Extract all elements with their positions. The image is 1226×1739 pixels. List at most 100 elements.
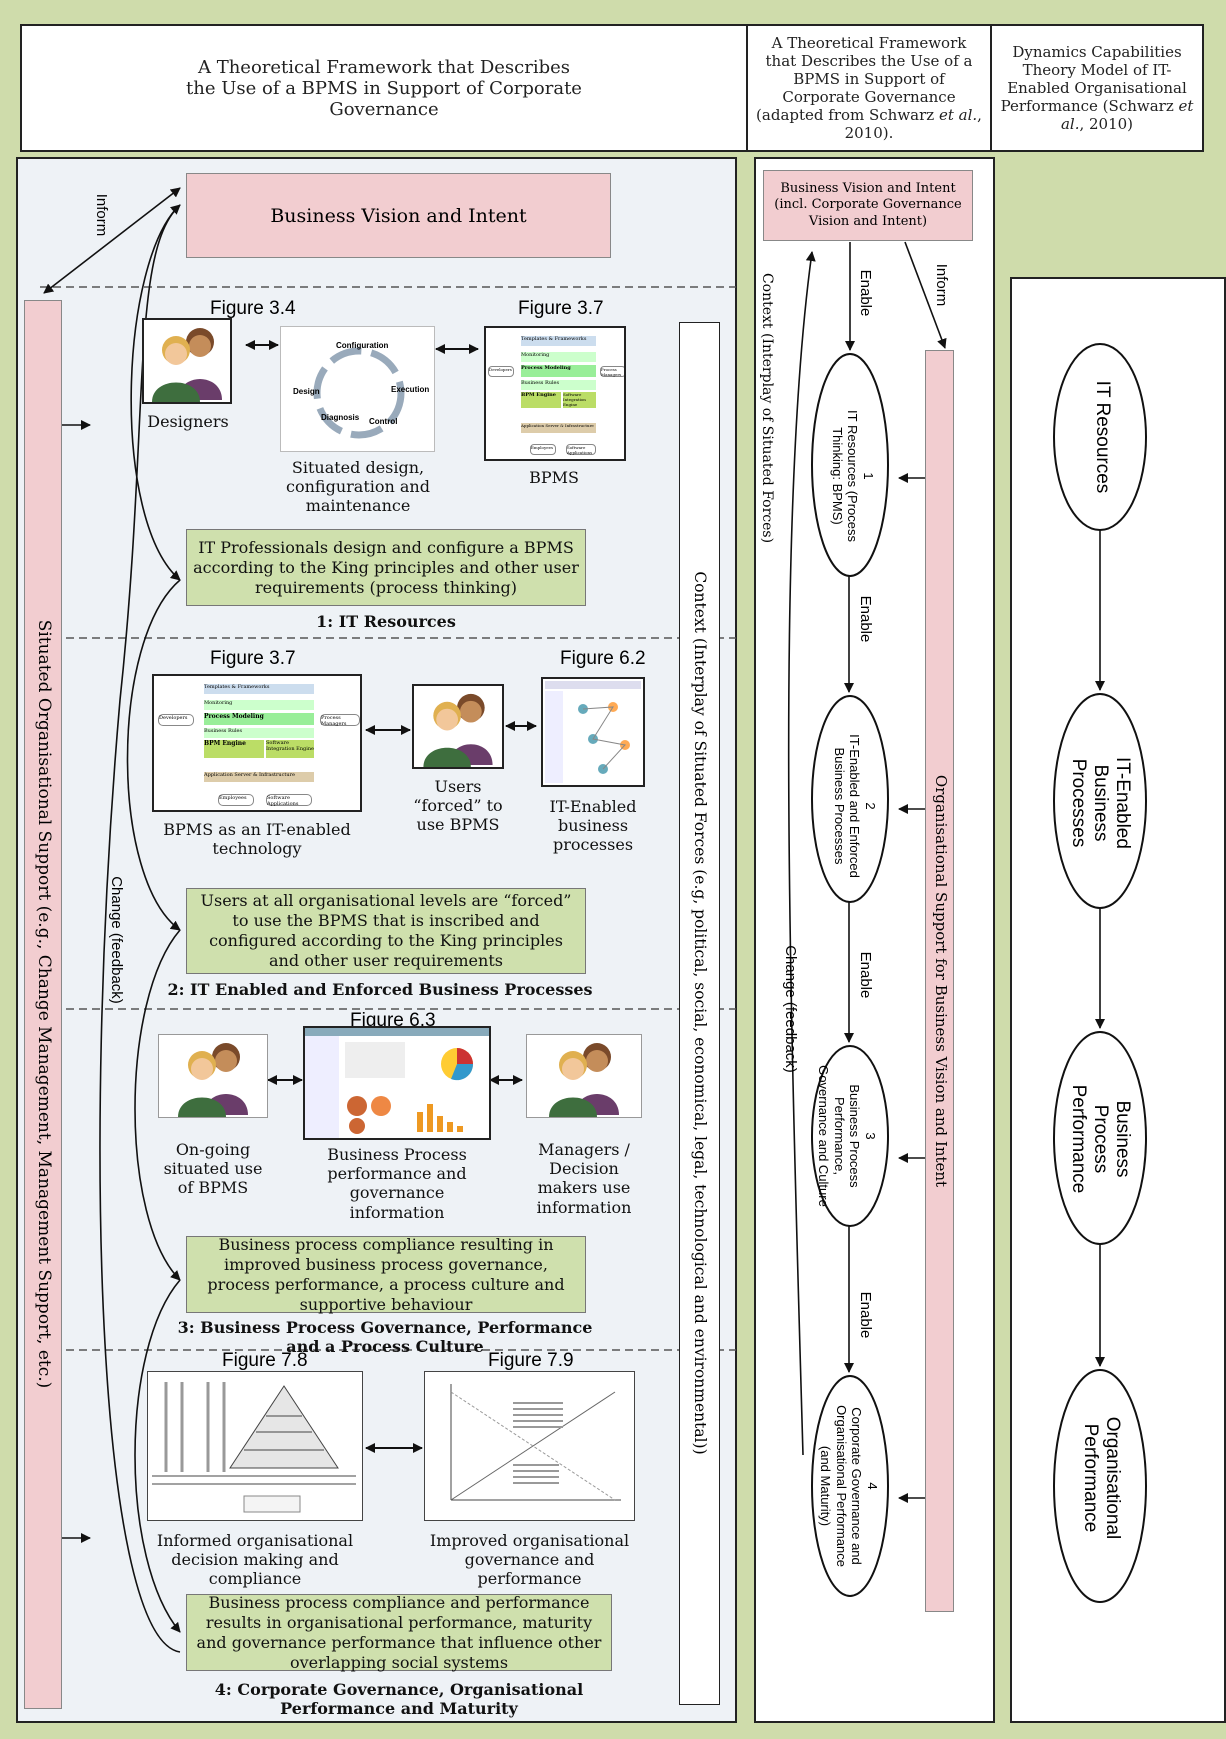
phase4-description: Business process compliance and performa… (196, 1592, 602, 1672)
bpms2-engine: BPM Engine (204, 740, 264, 758)
enable-label-1: Enable (857, 595, 874, 643)
fig-3-7-label-p1: Figure 3.7 (518, 298, 604, 319)
phase3-title: 3: Business Process Governance, Performa… (177, 1318, 593, 1357)
phase1-title: 1: IT Resources (316, 612, 456, 631)
fig-7-9-label: Figure 7.9 (488, 1350, 574, 1371)
bpms-label: BPMS (529, 468, 579, 487)
mid-node-1-num: 1 (861, 472, 876, 480)
inform-arrow (43, 187, 181, 294)
fig-6-2-label: Figure 6.2 (560, 648, 646, 669)
bpms2-app-server: Application Server & Infrastructure (204, 772, 314, 782)
inform-label: Inform (93, 193, 110, 237)
right-node-1 (1053, 343, 1147, 531)
cycle-execution: Execution (391, 385, 430, 394)
main-title-box: A Theoretical Framework that Describes t… (20, 24, 748, 152)
bpms2-templates: Templates & Frameworks (204, 684, 314, 694)
mid-node-4-label: Corporate Governance and Organisational … (818, 1405, 865, 1567)
bpms-process-managers: Process Managers (600, 366, 624, 377)
phase1-description: IT Professionals design and configure a … (193, 537, 579, 597)
it-enabled-process-image (541, 677, 645, 787)
informed-decision-label: Informed organisational decision making … (156, 1531, 354, 1589)
bpms2-developers: Developers (158, 714, 194, 726)
phase3-description: Business process compliance resulting in… (207, 1234, 565, 1314)
bpms-architecture-image-2: Templates & Frameworks Monitoring Proces… (152, 674, 362, 812)
mid-node-2-num: 2 (863, 802, 878, 810)
change-feedback-label: Change (feedback) (108, 876, 125, 1004)
col2-title-box: A Theoretical Framework that Describes t… (746, 24, 992, 152)
org-support-label: Organisational Support for Business Visi… (932, 774, 950, 1188)
enable-label-0: Enable (857, 269, 874, 317)
bpms-app-server: Application Server & Infrastructure (521, 423, 596, 433)
bpms-process-modeling: Process Modeling (521, 365, 596, 377)
mid-node-2-label: IT-Enabled and Enforced Business Process… (831, 734, 863, 878)
change-feedback-long (99, 204, 181, 1653)
col3-title-box: Dynamics Capabilities Theory Model of IT… (990, 24, 1204, 152)
phase3-description-box: Business process compliance resulting in… (186, 1234, 586, 1314)
bpms2-process-managers: Process Managers (320, 714, 360, 727)
right-node-2 (1053, 693, 1147, 909)
phase2-title: 2: IT Enabled and Enforced Business Proc… (167, 980, 593, 999)
bpms-developers: Developers (488, 366, 514, 377)
cycle-configuration: Configuration (336, 341, 389, 350)
feedback-arrow-2 (126, 579, 181, 931)
phase2-description: Users at all organisational levels are “… (200, 891, 572, 970)
bpms-engine: BPM Engine (521, 392, 561, 408)
bpms2-process-modeling: Process Modeling (204, 713, 314, 725)
it-enabled-processes-label: IT-Enabled business processes (549, 797, 637, 855)
mid-node-3-num: 3 (863, 1132, 878, 1140)
designers-label: Designers (147, 412, 229, 431)
situated-design-label: Situated design, configuration and maint… (286, 458, 430, 516)
right-node-4-label: Organisational Performance (1080, 1416, 1123, 1540)
mid-context-label: Context (Interplay of Situated Forces) (759, 272, 775, 544)
feedback-arrow-3 (134, 929, 181, 1281)
right-node-2-label: IT-Enabled Business Processes (1068, 757, 1133, 849)
bpms-architecture-image-1: Templates & Frameworks Monitoring Proces… (484, 326, 626, 461)
bpms2-monitoring: Monitoring (204, 700, 314, 710)
bpms2-integration: Software Integration Engine (266, 740, 314, 758)
mid-node-4-num: 4 (865, 1482, 880, 1490)
bp-performance-label: Business Process performance and governa… (327, 1145, 467, 1222)
bpms-tech-label: BPMS as an IT-enabled technology (163, 820, 351, 859)
mid-vision-box: Business Vision and Intent (incl. Corpor… (763, 170, 973, 241)
enable-label-2: Enable (857, 951, 874, 999)
users-label: Users “forced” to use BPMS (413, 777, 503, 835)
right-node-4 (1053, 1369, 1147, 1603)
bpms-business-rules: Business Rules (521, 380, 596, 390)
mid-node-3 (811, 1045, 889, 1227)
pyramid-image (147, 1371, 363, 1521)
mid-vision-label: Business Vision and Intent (incl. Corpor… (774, 181, 962, 229)
governance-performance-image (424, 1371, 635, 1521)
bpms2-business-rules: Business Rules (204, 728, 314, 738)
feedback-arrow-4 (134, 1279, 181, 1633)
business-vision-label: Business Vision and Intent (270, 204, 527, 227)
inform-arrow-mid (904, 241, 947, 349)
mid-change-arrow (787, 251, 816, 1456)
cycle-diagnosis: Diagnosis (321, 413, 360, 422)
managers-image (526, 1034, 642, 1118)
business-vision-box: Business Vision and Intent (186, 173, 611, 258)
bpms-templates: Templates & Frameworks (521, 336, 596, 346)
mid-node-3-label: Business Process Performance, Governance… (816, 1065, 863, 1207)
right-node-3-label: Business Process Performance (1068, 1084, 1133, 1194)
bpms2-software-apps: Software Applications (266, 794, 312, 807)
ongoing-use-image (158, 1034, 268, 1118)
dashboard-image (303, 1026, 491, 1140)
fig-3-4-label-p1: Figure 3.4 (210, 298, 296, 319)
fig-3-7-label-p2: Figure 3.7 (210, 648, 296, 669)
mid-node-2 (811, 695, 889, 903)
phase1-description-box: IT Professionals design and configure a … (186, 529, 586, 606)
context-label: Context (Interplay of Situated Forces (e… (691, 571, 709, 1455)
bpms-monitoring: Monitoring (521, 352, 596, 362)
lifecycle-image: Configuration Execution Control Diagnosi… (280, 326, 435, 452)
ongoing-use-label: On-going situated use of BPMS (163, 1140, 263, 1198)
bpms-integration: Software Integration Engine (563, 392, 596, 408)
phase2-description-box: Users at all organisational levels are “… (186, 888, 586, 974)
cycle-control: Control (369, 417, 398, 426)
mid-inform-label: Inform (933, 263, 950, 307)
users-image (412, 684, 504, 769)
right-node-1-label: IT Resources (1092, 380, 1113, 494)
col2-title: A Theoretical Framework that Describes t… (756, 34, 982, 142)
